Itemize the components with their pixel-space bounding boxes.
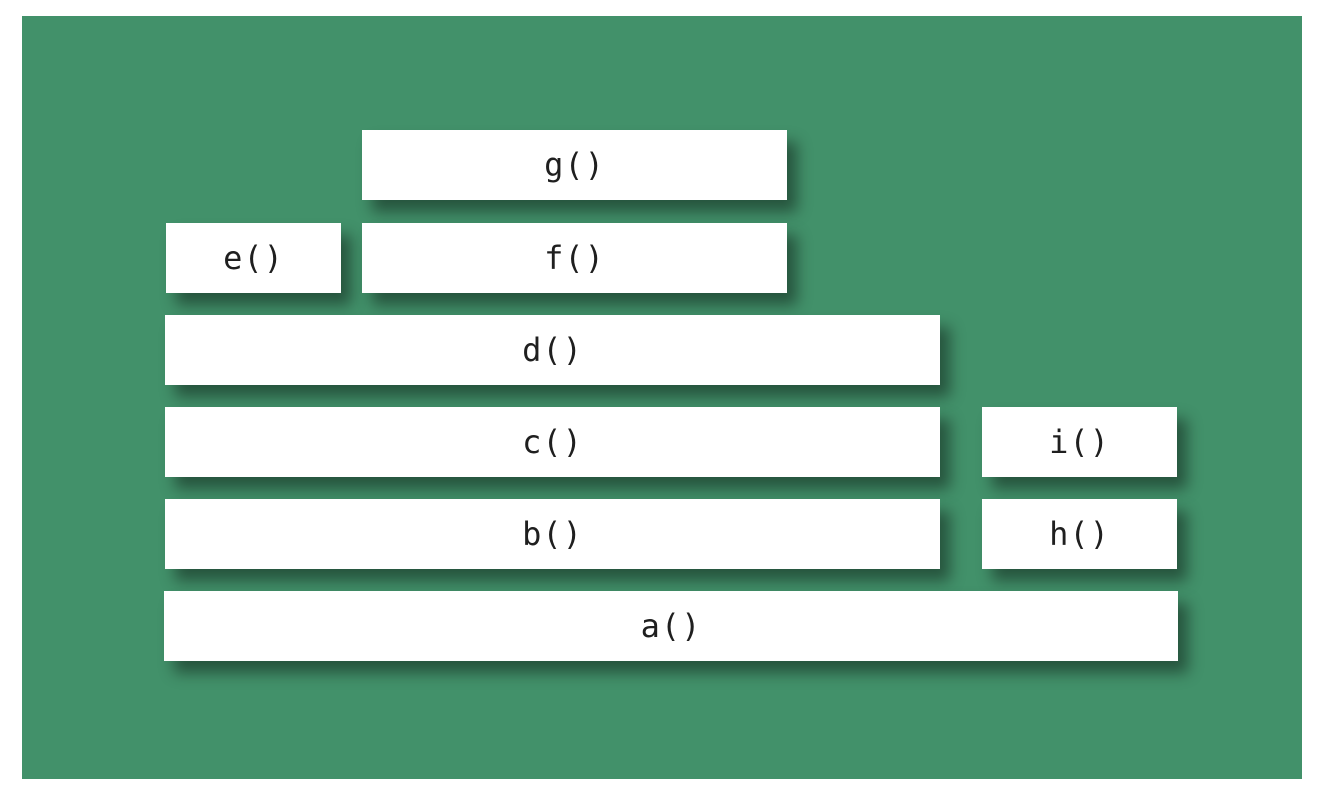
frame-h: h() [982, 499, 1177, 569]
frame-e: e() [166, 223, 341, 293]
frame-d: d() [165, 315, 940, 385]
frame-a: a() [164, 591, 1178, 661]
frame-b: b() [165, 499, 940, 569]
frame-i: i() [982, 407, 1177, 477]
frame-f: f() [362, 223, 787, 293]
call-stack-diagram: g() e() f() d() c() i() b() h() a() [22, 16, 1302, 779]
frame-c: c() [165, 407, 940, 477]
frame-g: g() [362, 130, 787, 200]
